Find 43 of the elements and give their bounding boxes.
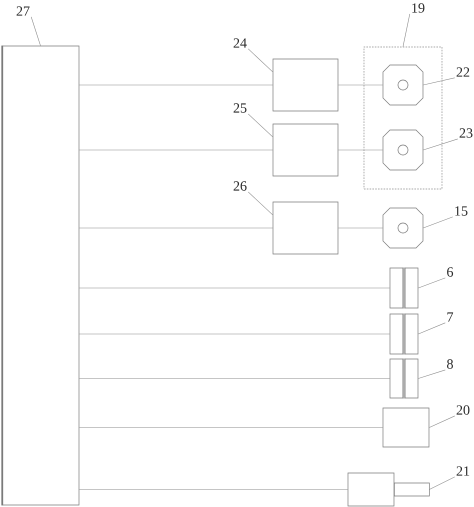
connector-line	[79, 489, 348, 490]
callout-number: 26	[234, 181, 247, 191]
connector-line	[79, 427, 383, 428]
callout-number: 19	[412, 3, 424, 13]
box	[272, 58, 338, 112]
leader-line	[418, 278, 446, 288]
leader-line	[402, 14, 410, 47]
callout-number: 8	[447, 359, 453, 369]
box	[382, 408, 430, 448]
leader-line	[248, 192, 273, 216]
split-box	[390, 313, 418, 355]
tall-box	[1, 46, 80, 506]
callout-number: 15	[455, 206, 468, 216]
callout-number: 6	[447, 267, 454, 277]
leader-line	[418, 370, 446, 379]
callout-number: 20	[456, 405, 470, 415]
motor-symbol	[382, 64, 424, 106]
connector-line	[79, 378, 390, 379]
leader-line	[30, 16, 41, 46]
split-box	[390, 358, 418, 399]
motor-symbol	[382, 208, 424, 248]
callout-number: 25	[234, 103, 246, 113]
leader-line	[429, 416, 456, 428]
callout-number: 7	[447, 312, 454, 322]
connector-line	[338, 84, 384, 86]
rod-box	[348, 472, 430, 506]
leader-line	[422, 216, 454, 228]
dashed-frame	[364, 46, 442, 190]
leader-line	[422, 78, 456, 86]
leader-line	[422, 138, 458, 150]
leader-line	[418, 322, 446, 334]
callout-number: 27	[16, 6, 30, 16]
leader-line	[248, 114, 273, 138]
leader-line	[248, 48, 273, 72]
callout-number: 21	[456, 466, 470, 476]
split-box	[390, 267, 418, 309]
callout-number: 23	[460, 128, 472, 138]
box	[272, 124, 338, 176]
connector-line	[79, 84, 273, 86]
box	[272, 202, 338, 254]
callout-number: 22	[456, 67, 470, 77]
motor-symbol	[382, 130, 424, 170]
callout-number: 24	[234, 38, 247, 48]
